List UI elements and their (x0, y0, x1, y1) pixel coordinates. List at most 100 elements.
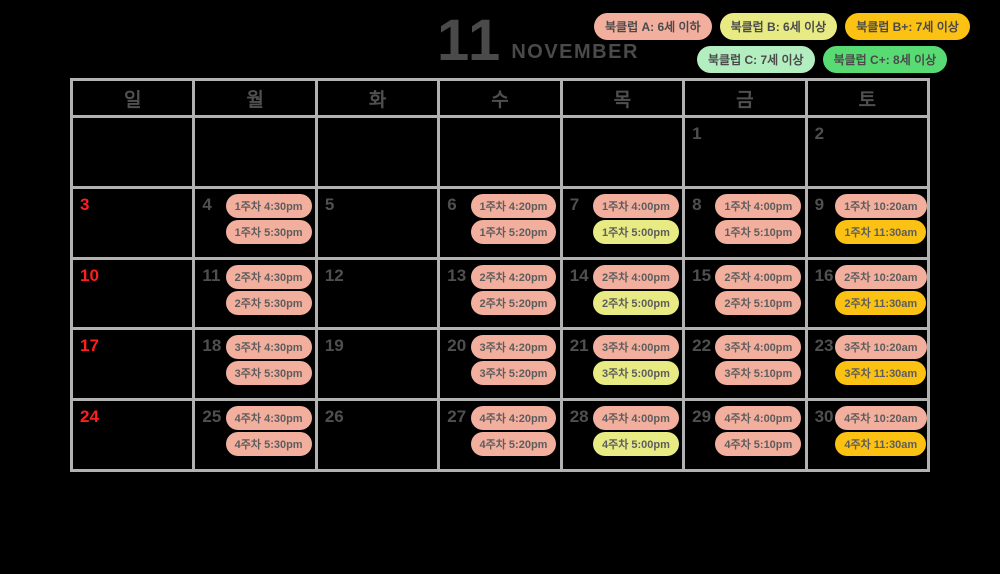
date-number: 10 (80, 265, 99, 285)
legend-item: 북클럽 C+: 8세 이상 (822, 46, 948, 73)
event-pill[interactable]: 4주차 4:00pm (592, 406, 679, 431)
event-pill[interactable]: 2주차 4:30pm (225, 264, 312, 289)
event-pill[interactable]: 1주차 11:30am (835, 219, 927, 244)
date-number: 15 (692, 265, 712, 285)
event-pill[interactable]: 4주차 4:20pm (470, 406, 557, 431)
date-number: 27 (447, 407, 467, 427)
date-number: 19 (324, 336, 344, 356)
event-pill[interactable]: 1주차 4:30pm (225, 193, 312, 218)
date-number: 9 (814, 194, 825, 214)
event-pill[interactable]: 4주차 11:30am (835, 432, 927, 457)
legend-item: 북클럽 A: 6세 이하 (594, 13, 712, 40)
event-pill[interactable]: 1주차 4:00pm (592, 193, 679, 218)
event-pill[interactable]: 1주차 5:00pm (592, 219, 679, 244)
weekday-header: 수 (440, 81, 560, 115)
weekday-header: 월 (195, 81, 315, 115)
date-number: 8 (692, 194, 702, 214)
event-pill[interactable]: 2주차 5:20pm (470, 290, 557, 315)
event-pill[interactable]: 1주차 4:00pm (715, 193, 802, 218)
event-pill[interactable]: 2주차 10:20am (835, 264, 927, 289)
date-number: 23 (814, 336, 834, 356)
event-pill[interactable]: 3주차 11:30am (835, 361, 927, 386)
event-pill[interactable]: 3주차 5:10pm (715, 361, 802, 386)
date-number: 3 (80, 194, 90, 214)
date-number: 13 (447, 265, 467, 285)
event-pill[interactable]: 1주차 5:30pm (225, 219, 312, 244)
event-pill[interactable]: 2주차 5:30pm (225, 290, 312, 315)
date-number: 21 (569, 336, 589, 356)
legend-item: 북클럽 B+: 7세 이상 (845, 13, 970, 40)
calendar-cell: 1 (685, 118, 805, 186)
event-pill[interactable]: 3주차 5:30pm (225, 361, 312, 386)
event-pill[interactable]: 4주차 4:00pm (715, 406, 802, 431)
month-name: NOVEMBER (511, 41, 639, 63)
event-pill[interactable]: 1주차 5:10pm (715, 219, 802, 244)
legend-row: 북클럽 A: 6세 이하 북클럽 B: 6세 이상 북클럽 B+: 7세 이상 (594, 13, 970, 40)
event-pill[interactable]: 2주차 5:10pm (715, 290, 802, 315)
event-pill[interactable]: 4주차 4:30pm (225, 406, 312, 431)
legend-item: 북클럽 C: 7세 이상 (697, 46, 815, 73)
event-pill[interactable]: 2주차 4:00pm (715, 264, 802, 289)
event-pill[interactable]: 4주차 5:30pm (225, 432, 312, 457)
event-pill[interactable]: 1주차 5:20pm (470, 219, 557, 244)
event-pill[interactable]: 3주차 4:30pm (225, 335, 312, 360)
event-pill[interactable]: 3주차 5:20pm (470, 361, 557, 386)
date-number: 7 (569, 194, 580, 214)
date-number: 26 (324, 407, 344, 427)
date-number: 5 (324, 194, 335, 214)
event-pill[interactable]: 1주차 4:20pm (470, 193, 557, 218)
event-pill[interactable]: 3주차 4:00pm (592, 335, 679, 360)
legend-item: 북클럽 B: 6세 이상 (719, 13, 838, 40)
event-pill[interactable]: 4주차 10:20am (835, 406, 927, 431)
date-number: 4 (202, 194, 212, 214)
event-pill[interactable]: 3주차 10:20am (835, 335, 927, 360)
weekday-header: 금 (685, 81, 805, 115)
date-number: 11 (202, 265, 221, 285)
event-pill[interactable]: 4주차 5:00pm (592, 432, 679, 457)
calendar-cell (440, 118, 560, 186)
event-pill[interactable]: 4주차 5:20pm (470, 432, 557, 457)
event-pill[interactable]: 2주차 4:20pm (470, 264, 557, 289)
date-number: 20 (447, 336, 467, 356)
calendar-cell: 10 (73, 259, 193, 328)
event-pill[interactable]: 3주차 4:20pm (470, 335, 557, 360)
event-pill[interactable]: 2주차 11:30am (835, 290, 927, 315)
date-number: 28 (569, 407, 589, 427)
event-pill[interactable]: 3주차 5:00pm (592, 361, 679, 386)
date-number: 29 (692, 407, 712, 427)
page-title: 11 NOVEMBER (437, 12, 639, 70)
date-number: 18 (202, 336, 222, 356)
event-pill[interactable]: 2주차 5:00pm (592, 290, 679, 315)
event-pill[interactable]: 3주차 4:00pm (715, 335, 802, 360)
event-pill[interactable]: 4주차 5:10pm (715, 432, 802, 457)
event-pill[interactable]: 2주차 4:00pm (592, 264, 679, 289)
calendar-cell (317, 118, 438, 186)
event-pill[interactable]: 1주차 10:20am (835, 193, 927, 218)
calendar-cell: 3 (73, 188, 193, 257)
